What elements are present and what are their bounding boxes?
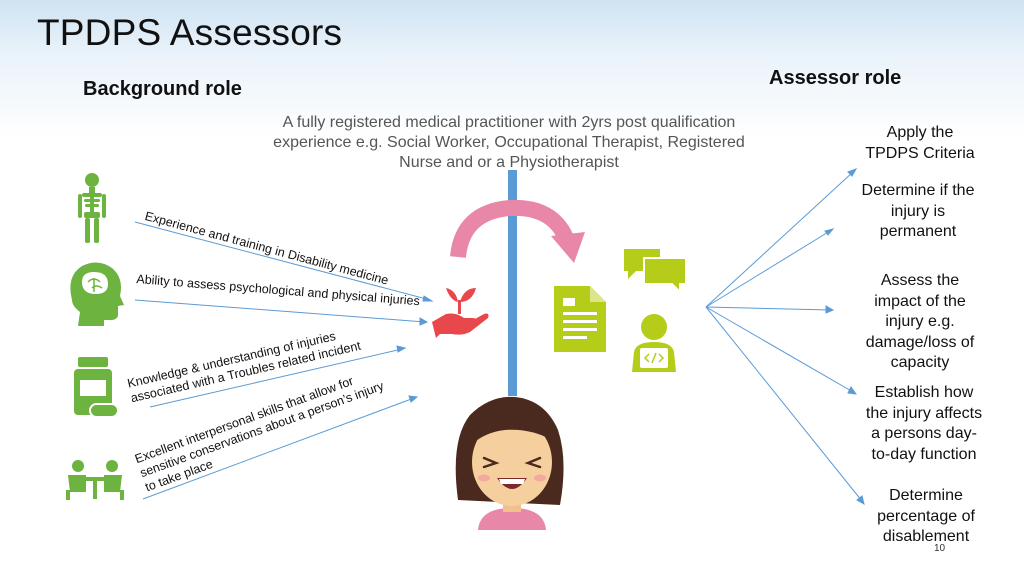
- role-item-apply-criteria: Apply the TPDPS Criteria: [840, 123, 1000, 164]
- arrowhead: [847, 386, 858, 395]
- smiling-woman-avatar: [455, 396, 564, 530]
- center-bar: [508, 170, 517, 396]
- role-text-line: Establish how: [874, 384, 974, 401]
- role-text-line: the injury affects: [865, 404, 983, 422]
- role-arrow-5: [705, 306, 863, 502]
- skill-arrow-2: [134, 299, 426, 323]
- person-laptop-icon: [632, 314, 676, 372]
- role-text-line: disablement: [882, 528, 970, 545]
- role-arrow-2: [705, 230, 831, 308]
- arrowhead: [396, 345, 407, 353]
- role-arrow-4: [705, 306, 854, 393]
- role-text-line: damage/loss of: [865, 333, 975, 351]
- role-text-line: permanent: [879, 223, 957, 240]
- assessor-role-heading: Assessor role: [769, 67, 902, 89]
- medicine-bottle-icon: [74, 357, 119, 418]
- role-text-line: Determine if the: [861, 182, 975, 199]
- skill-arrow-3: [149, 348, 403, 408]
- document-icon: [554, 286, 606, 352]
- meeting-icon: [66, 460, 124, 500]
- skill-arrow-1: [134, 221, 431, 301]
- role-arrows: [705, 168, 865, 506]
- arrowhead: [856, 495, 865, 506]
- arrowhead: [847, 168, 858, 177]
- role-text-line: impact of the: [874, 292, 966, 310]
- role-text-line: TPDPS Criteria: [865, 144, 975, 162]
- skeleton-icon: [78, 173, 106, 243]
- arrowhead: [824, 228, 835, 236]
- role-item-day-to-day: Establish how the injury affects a perso…: [844, 383, 1004, 465]
- head-brain-icon: [70, 262, 124, 326]
- role-item-percentage: Determine percentage of disablement: [846, 486, 1006, 548]
- role-text-line: to-day function: [871, 445, 977, 463]
- role-text-line: a persons day-: [871, 425, 977, 442]
- role-arrow-3: [705, 306, 831, 311]
- role-text-line: capacity: [890, 354, 950, 371]
- arrowhead: [419, 317, 429, 326]
- role-text-line: Apply the: [886, 124, 954, 141]
- arrowhead: [825, 305, 835, 314]
- role-text-line: injury e.g.: [885, 313, 955, 330]
- role-text-line: Determine: [889, 487, 963, 504]
- role-arrow-1: [705, 171, 854, 308]
- curved-arrow-icon: [450, 199, 585, 263]
- hand-plant-icon: [432, 288, 489, 338]
- arrowhead: [422, 295, 434, 302]
- background-role-description: A fully registered medical practitioner …: [273, 114, 745, 171]
- page-number: 10: [934, 543, 946, 554]
- skill-arrows: [134, 221, 434, 500]
- arrowhead: [408, 395, 419, 403]
- role-text-line: injury is: [890, 202, 946, 220]
- role-item-impact: Assess the impact of the injury e.g. dam…: [840, 271, 1000, 374]
- background-role-heading: Background role: [83, 78, 242, 100]
- role-text-line: percentage of: [877, 507, 975, 525]
- role-item-permanent: Determine if the injury is permanent: [838, 181, 998, 243]
- role-text-line: Assess the: [880, 272, 960, 289]
- slide-title: TPDPS Assessors: [37, 12, 343, 53]
- chat-bubbles-icon: [624, 249, 687, 295]
- skill-arrow-4: [142, 397, 415, 500]
